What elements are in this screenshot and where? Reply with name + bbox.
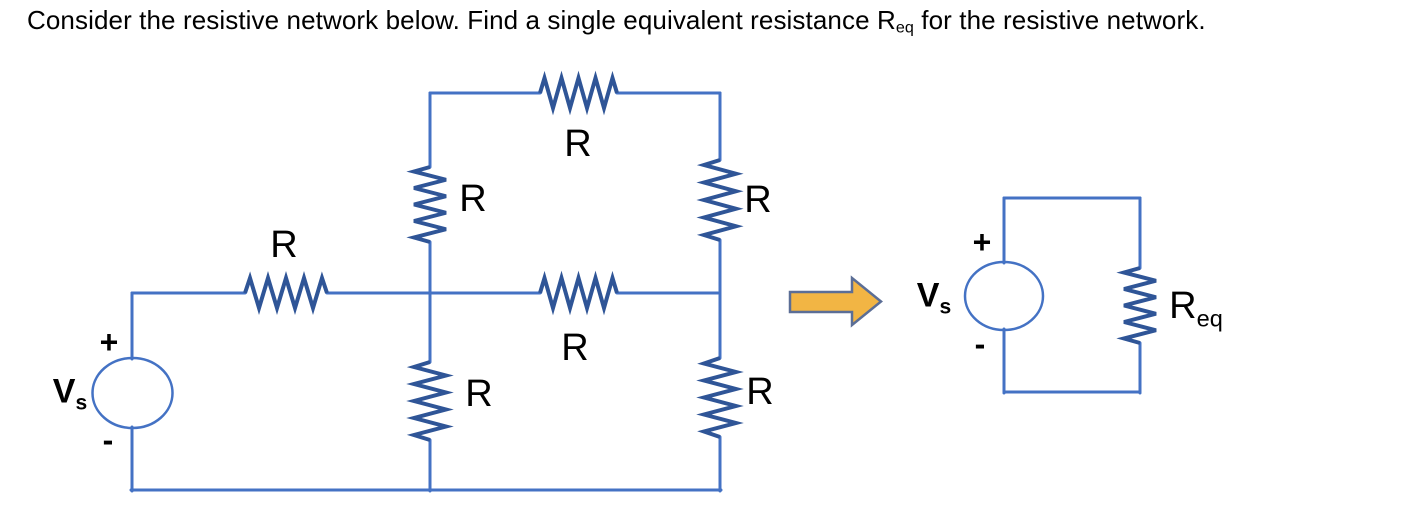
eq-voltage-source-circle (963, 260, 1045, 332)
resistor-label-upper-right: R (744, 179, 772, 221)
source-label-v: V (52, 372, 76, 411)
eq-source-label-v: V (916, 276, 940, 315)
title-text-suffix: for the resistive network. (913, 5, 1206, 35)
main-circuit-resistors (243, 70, 744, 442)
resistor-label-input: R (270, 224, 298, 266)
source-label: Vs (53, 374, 87, 413)
resistor-lower-right (696, 356, 744, 439)
eq-source-label-subscript: s (939, 295, 952, 319)
resistor-middle (538, 270, 619, 316)
arrow-right-icon (788, 275, 883, 328)
resistor-label-upper-left: R (459, 178, 487, 220)
resistor-label-lower-left: R (465, 373, 493, 415)
resistor-upper-left (406, 165, 447, 244)
equivalent-circuit-wires (963, 196, 1142, 395)
resistor-lower-left (406, 360, 454, 442)
resistor-label-middle: R (561, 327, 589, 369)
main-circuit-wires (91, 91, 723, 493)
page-title: Consider the resistive network below. Fi… (27, 5, 1206, 38)
title-text: Consider the resistive network below. Fi… (27, 5, 896, 35)
resistor-label-lower-right: R (746, 371, 774, 413)
source-minus-sign: - (102, 422, 114, 458)
equivalent-circuit-resistor (1116, 266, 1157, 345)
resistor-input (243, 271, 329, 315)
eq-source-minus-sign: - (974, 326, 986, 362)
resistor-upper-right (696, 158, 744, 242)
title-subscript: eq (895, 18, 914, 37)
resistor-label-top: R (564, 123, 592, 165)
eq-source-plus-sign: + (972, 224, 992, 260)
eq-source-label: Vs (917, 278, 951, 317)
voltage-source-circle (91, 356, 174, 430)
source-label-subscript: s (75, 391, 88, 415)
source-plus-sign: + (99, 324, 119, 360)
req-label-subscript: eq (1196, 305, 1223, 332)
resistor-top (538, 70, 619, 116)
resistor-label-req: Req (1169, 287, 1223, 331)
resistor-req (1116, 266, 1157, 345)
req-label-r: R (1169, 285, 1197, 328)
equivalence-arrow (788, 275, 883, 328)
